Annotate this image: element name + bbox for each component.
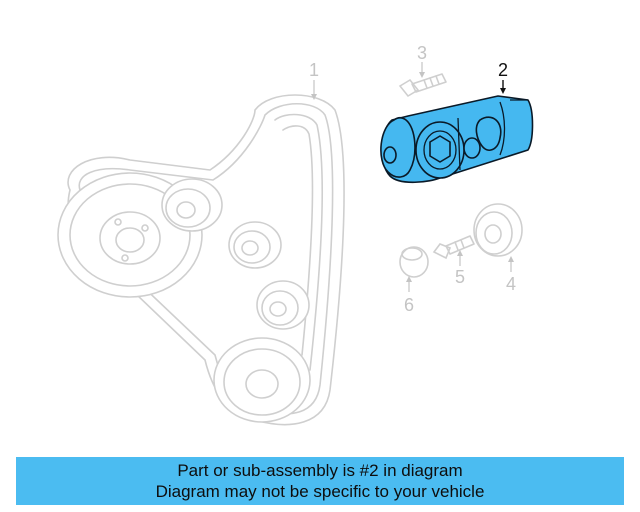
callout-2: 2 — [498, 60, 508, 94]
alternator-pulley — [213, 337, 311, 423]
svg-text:4: 4 — [506, 274, 516, 294]
parts-diagram: 1 2 3 4 5 6 — [57, 43, 534, 426]
idler-pulley-middle — [228, 221, 282, 269]
dust-cap-part-6 — [399, 246, 429, 278]
callout-6: 6 — [404, 276, 414, 315]
callout-1: 1 — [309, 60, 319, 100]
svg-text:1: 1 — [309, 60, 319, 80]
belt-tensioner-part-2 — [380, 95, 534, 184]
callout-5: 5 — [455, 250, 465, 287]
bolt-part-3 — [398, 73, 447, 98]
banner-line-1: Part or sub-assembly is #2 in diagram — [177, 461, 463, 480]
svg-text:3: 3 — [417, 43, 427, 63]
idler-pulley-lower — [256, 280, 310, 330]
svg-text:2: 2 — [498, 60, 508, 80]
callout-4: 4 — [506, 256, 516, 294]
info-banner: Part or sub-assembly is #2 in diagram Di… — [16, 457, 624, 505]
bolt-part-5 — [432, 235, 475, 260]
banner-line-2: Diagram may not be specific to your vehi… — [155, 482, 485, 501]
svg-text:6: 6 — [404, 295, 414, 315]
idler-pulley-part-4 — [473, 203, 523, 257]
svg-text:5: 5 — [455, 267, 465, 287]
idler-pulley-upper — [161, 178, 223, 232]
callout-3: 3 — [417, 43, 427, 78]
